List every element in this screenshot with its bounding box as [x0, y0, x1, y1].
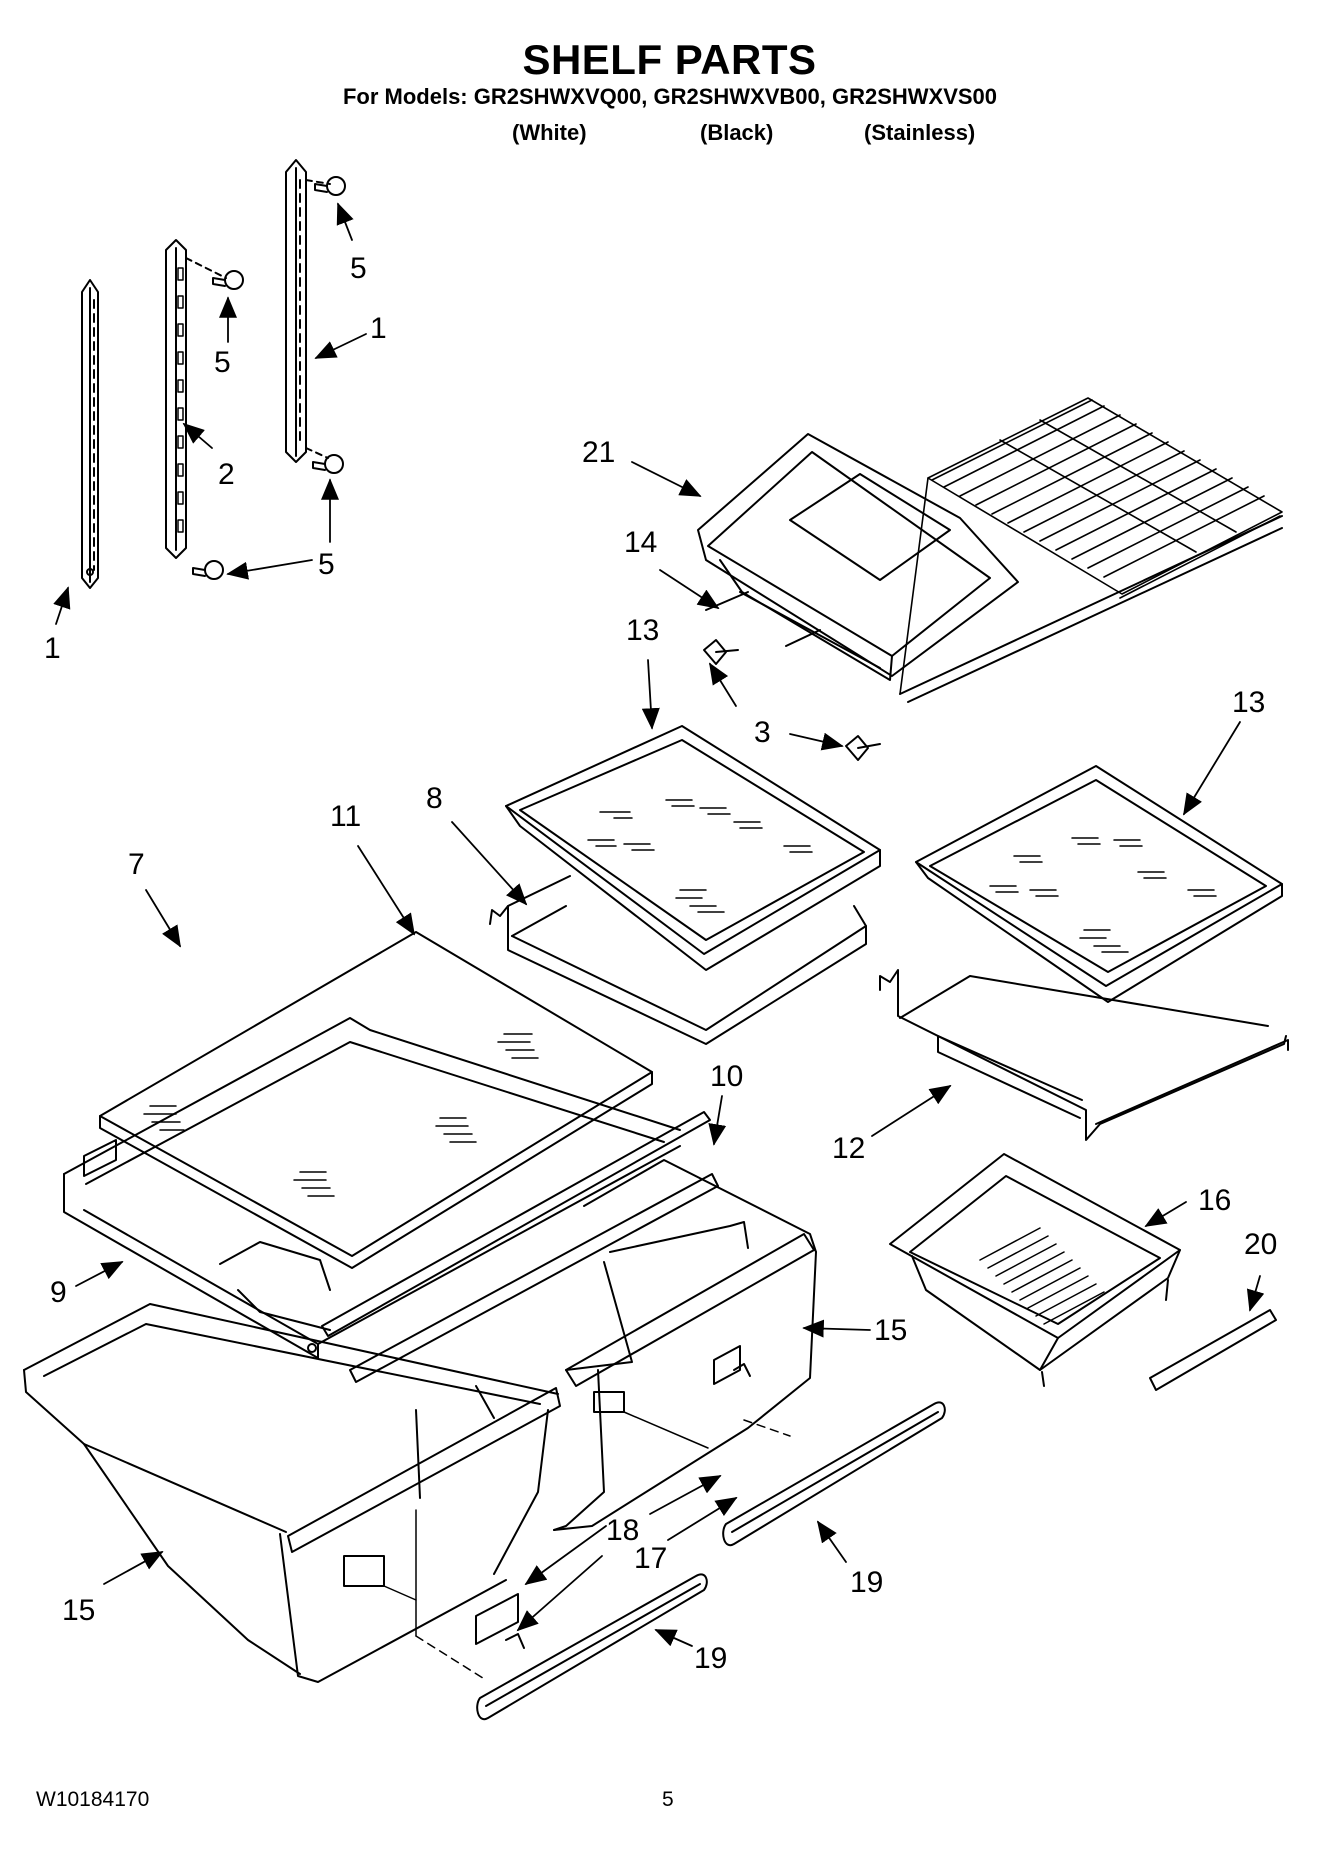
- callout-12: 12: [832, 1132, 865, 1165]
- variant-black: (Black): [700, 120, 774, 145]
- shelf-glide: [703, 639, 739, 665]
- callout-18: 18: [606, 1514, 639, 1547]
- shelf-frame-upper-left: [489, 875, 867, 1045]
- shelf-frame-lower-right: [879, 969, 1289, 1141]
- callout-9: 9: [50, 1276, 67, 1309]
- page-title: SHELF PARTS: [522, 36, 817, 83]
- page-number: 5: [662, 1788, 674, 1811]
- callout-15-right: 15: [874, 1314, 907, 1347]
- callout-8: 8: [426, 782, 443, 815]
- variant-white: (White): [512, 120, 587, 145]
- callout-13-right: 13: [1232, 686, 1265, 719]
- crisper-pan-left: [23, 1303, 561, 1683]
- callout-19-right: 19: [850, 1566, 883, 1599]
- screw: [312, 454, 344, 474]
- shelf-support-center: [165, 239, 227, 559]
- models-line: For Models: GR2SHWXVQ00, GR2SHWXVB00, GR…: [342, 84, 998, 109]
- callout-14: 14: [624, 526, 657, 559]
- callout-5-top: 5: [350, 252, 367, 285]
- screw: [192, 560, 224, 580]
- callout-15-left: 15: [62, 1594, 95, 1627]
- callout-17: 17: [634, 1542, 667, 1575]
- callout-13-left: 13: [626, 614, 659, 647]
- callout-5-middle: 5: [214, 346, 231, 379]
- construction-line: [383, 1411, 791, 1681]
- glass-shelf-upper-left: [505, 725, 881, 971]
- callout-5-bottom: 5: [318, 548, 335, 581]
- crisper-cover-glass: [99, 931, 653, 1269]
- small-pan: [889, 1153, 1181, 1387]
- leader-lines: [53, 202, 1265, 1647]
- callout-11: 11: [330, 800, 361, 833]
- document-number: W10184170: [36, 1788, 150, 1811]
- callout-16: 16: [1198, 1184, 1231, 1217]
- shelf-support-left: [81, 279, 99, 589]
- callout-21: 21: [582, 436, 615, 469]
- variant-stainless: (Stainless): [864, 120, 976, 145]
- callout-2: 2: [218, 458, 235, 491]
- shelf-pin: [705, 591, 821, 647]
- crisper-cover-frame: [63, 1017, 681, 1359]
- crisper-pan-right: [553, 1159, 817, 1531]
- screw: [314, 176, 346, 196]
- screw: [212, 270, 244, 290]
- shelf-glide: [845, 735, 881, 761]
- callout-labels: 1 1 2 3 5 5 5 7 8 9 10 11 12 13 13 14 15…: [44, 252, 1277, 1675]
- callout-1-left: 1: [44, 632, 61, 665]
- callout-10: 10: [710, 1060, 743, 1093]
- crisper-cover-trim: [321, 1111, 719, 1383]
- pan-trim: [1149, 1309, 1277, 1391]
- callout-20: 20: [1244, 1228, 1277, 1261]
- glass-shelf-lower-right: [915, 765, 1283, 1003]
- callout-3: 3: [754, 716, 771, 749]
- wire-shelf: [899, 397, 1283, 703]
- door-bin: [697, 433, 1019, 681]
- callout-19-left: 19: [694, 1642, 727, 1675]
- shelf-support-right: [285, 159, 331, 463]
- callout-7: 7: [128, 848, 145, 881]
- callout-1-right: 1: [370, 312, 387, 345]
- crisper-pan-trim: [722, 1401, 946, 1547]
- crisper-pan-trim: [476, 1573, 708, 1721]
